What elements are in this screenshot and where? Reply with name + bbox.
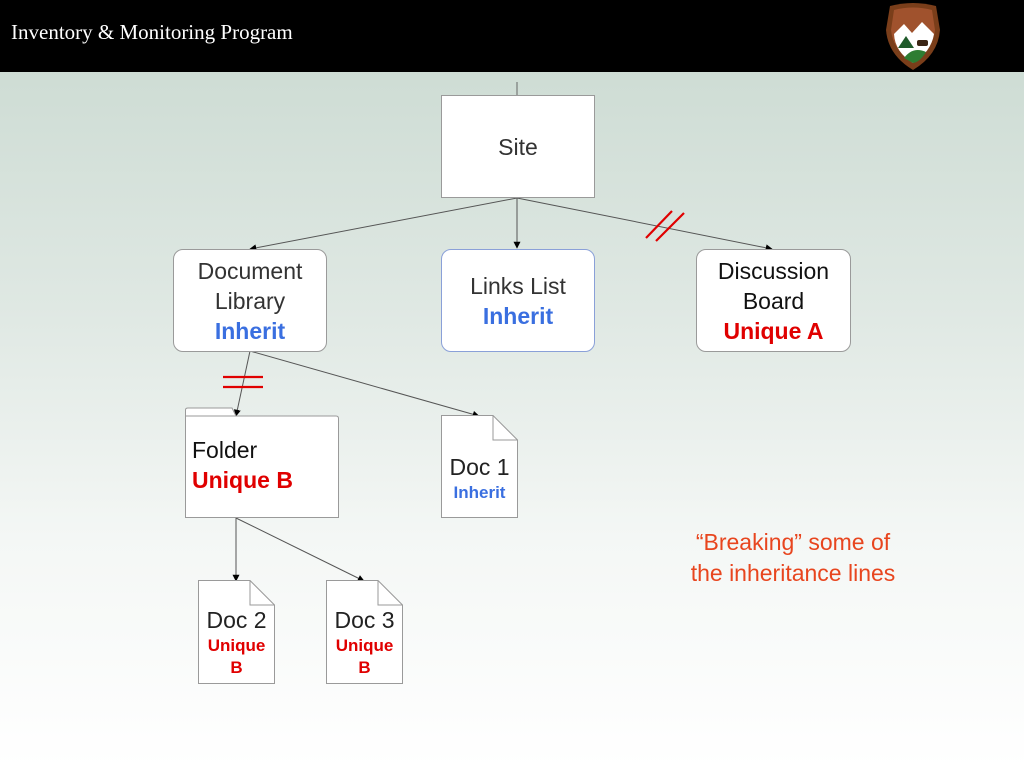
doc1-label: Doc 1 [449, 454, 510, 480]
document-library-line2: Library [214, 287, 286, 314]
folder-label: Folder [192, 437, 258, 463]
site-node: Site [441, 95, 595, 198]
doc2-node: Doc 2 Unique B [198, 580, 275, 684]
breaking-note-line2: the inheritance lines [690, 560, 896, 586]
breaking-note: “Breaking” some of the inheritance lines [660, 527, 926, 589]
document-library-line1: Document [197, 257, 303, 284]
links-list-status: Inherit [482, 302, 554, 329]
header-title: Inventory & Monitoring Program [11, 20, 293, 44]
doc2-label: Doc 2 [206, 607, 267, 633]
site-label: Site [498, 133, 538, 160]
library-to-folder-connector [233, 350, 251, 417]
doc1-node: Doc 1 Inherit [441, 415, 518, 518]
document-icon [198, 580, 275, 684]
breaking-note-line1: “Breaking” some of [695, 529, 891, 555]
nps-arrowhead-logo-icon [886, 3, 940, 70]
break-mark-folder [223, 375, 263, 389]
discussion-board-node: Discussion Board Unique A [696, 249, 851, 352]
break-mark-discussion [645, 210, 685, 242]
doc2-text: Doc 2 Unique B [198, 605, 275, 679]
document-icon [441, 415, 518, 518]
discussion-board-status: Unique A [723, 317, 824, 344]
document-library-node: Document Library Inherit [173, 249, 327, 352]
folder-status: Unique B [192, 467, 293, 493]
links-list-label: Links List [470, 272, 566, 299]
doc1-text: Doc 1 Inherit [441, 452, 518, 504]
document-library-status: Inherit [214, 317, 286, 344]
doc1-status: Inherit [453, 483, 506, 502]
doc3-node: Doc 3 Unique B [326, 580, 403, 684]
links-list-node: Links List Inherit [441, 249, 595, 352]
document-icon [326, 580, 403, 684]
discussion-board-line2: Board [742, 287, 805, 314]
doc2-status-line2: B [230, 658, 243, 677]
site-to-discussion-connector [516, 197, 773, 252]
folder-to-doc3-connector [235, 517, 365, 582]
site-to-library-connector [249, 197, 518, 252]
doc2-status-line1: Unique [207, 636, 266, 655]
folder-icon [185, 407, 339, 518]
library-to-doc1-connector [249, 350, 480, 418]
doc3-status-line1: Unique [335, 636, 394, 655]
folder-node: Folder Unique B [185, 407, 339, 518]
doc3-text: Doc 3 Unique B [326, 605, 403, 679]
doc3-label: Doc 3 [334, 607, 395, 633]
discussion-board-line1: Discussion [717, 257, 830, 284]
doc3-status-line2: B [358, 658, 371, 677]
folder-text: Folder Unique B [192, 435, 293, 495]
header-bar: Inventory & Monitoring Program [0, 0, 1024, 72]
